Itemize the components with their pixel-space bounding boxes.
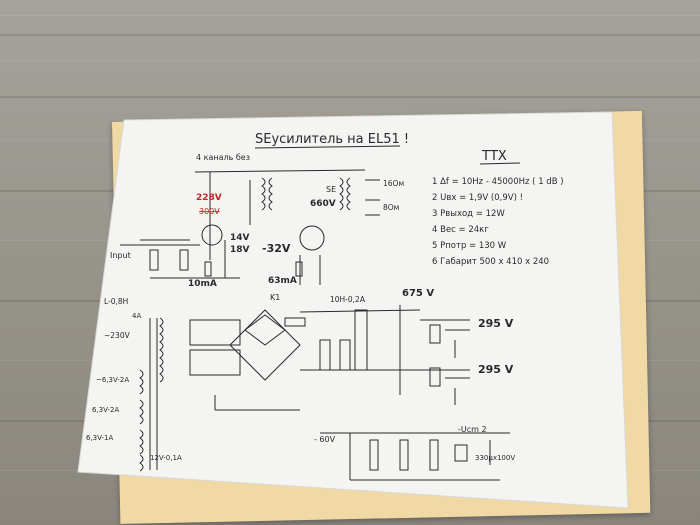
bias-label: -Ucm 2 bbox=[458, 425, 487, 434]
voltage-label: 18V bbox=[230, 245, 250, 255]
fuse-label: 4A bbox=[132, 312, 141, 320]
voltage-label: 14V bbox=[230, 233, 250, 243]
amplifier-schematic bbox=[120, 169, 380, 285]
subtitle-text: 4 каналь без bbox=[196, 153, 250, 162]
spec-line: 6 Габарит 500 x 410 x 240 bbox=[432, 257, 549, 267]
spec-line: 1 Δf = 10Hz - 45000Hz ( 1 dB ) bbox=[432, 177, 564, 187]
input-label: Input bbox=[110, 251, 131, 260]
power-supply-schematic bbox=[149, 305, 470, 470]
spec-line: 2 Uвх = 1,9V (0,9V) ! bbox=[432, 193, 523, 203]
voltage-label: -32V bbox=[262, 242, 291, 255]
spec-line: 5 Рпотр = 130 W bbox=[432, 241, 507, 251]
aux-windings bbox=[139, 369, 144, 472]
winding-label: 12V-0,1A bbox=[150, 454, 182, 462]
voltage-label: 660V bbox=[310, 199, 336, 209]
transformer-label: SE bbox=[326, 185, 336, 194]
spec-line: 4 Вес = 24кг bbox=[432, 225, 489, 235]
relay-label: K1 bbox=[270, 293, 280, 302]
current-label: 10mA bbox=[188, 279, 217, 289]
winding-label: 6,3V-2A bbox=[92, 406, 119, 414]
voltage-label: 228V bbox=[196, 193, 222, 203]
wood-grain bbox=[0, 60, 700, 61]
voltage-label: - 60V bbox=[314, 435, 336, 444]
white-paper bbox=[78, 112, 628, 508]
capacitor-label: 330μx100V bbox=[475, 454, 515, 462]
winding-label: 6,3V-1A bbox=[86, 434, 113, 442]
output-label: 8Ом bbox=[383, 203, 399, 212]
voltage-label: 300V bbox=[199, 207, 220, 216]
wood-grain bbox=[0, 15, 700, 16]
spec-line: 3 Рвыход = 12W bbox=[432, 209, 505, 219]
tube-v2 bbox=[299, 225, 325, 251]
choke-label: 10H-0,2A bbox=[330, 295, 366, 304]
specs-list: 1 Δf = 10Hz - 45000Hz ( 1 dB ) 2 Uвх = 1… bbox=[432, 177, 564, 267]
output-label: 16Ом bbox=[383, 179, 404, 188]
voltage-label: 295 V bbox=[478, 317, 514, 330]
plank-seam bbox=[0, 96, 700, 98]
voltage-label: 295 V bbox=[478, 363, 514, 376]
winding-label: ~6,3V-2A bbox=[96, 376, 129, 384]
title-text: SEусилитель на EL51 ! bbox=[255, 132, 409, 147]
voltage-label: 675 V bbox=[402, 288, 434, 299]
plank-seam bbox=[0, 34, 700, 36]
current-label: 63mA bbox=[268, 276, 297, 286]
bias-supply-schematic bbox=[320, 432, 510, 481]
specs-header: ТТХ bbox=[481, 149, 507, 164]
mains-label: ~230V bbox=[104, 331, 131, 340]
winding-label: L-0,8H bbox=[104, 297, 128, 306]
tube-v1 bbox=[201, 224, 223, 246]
